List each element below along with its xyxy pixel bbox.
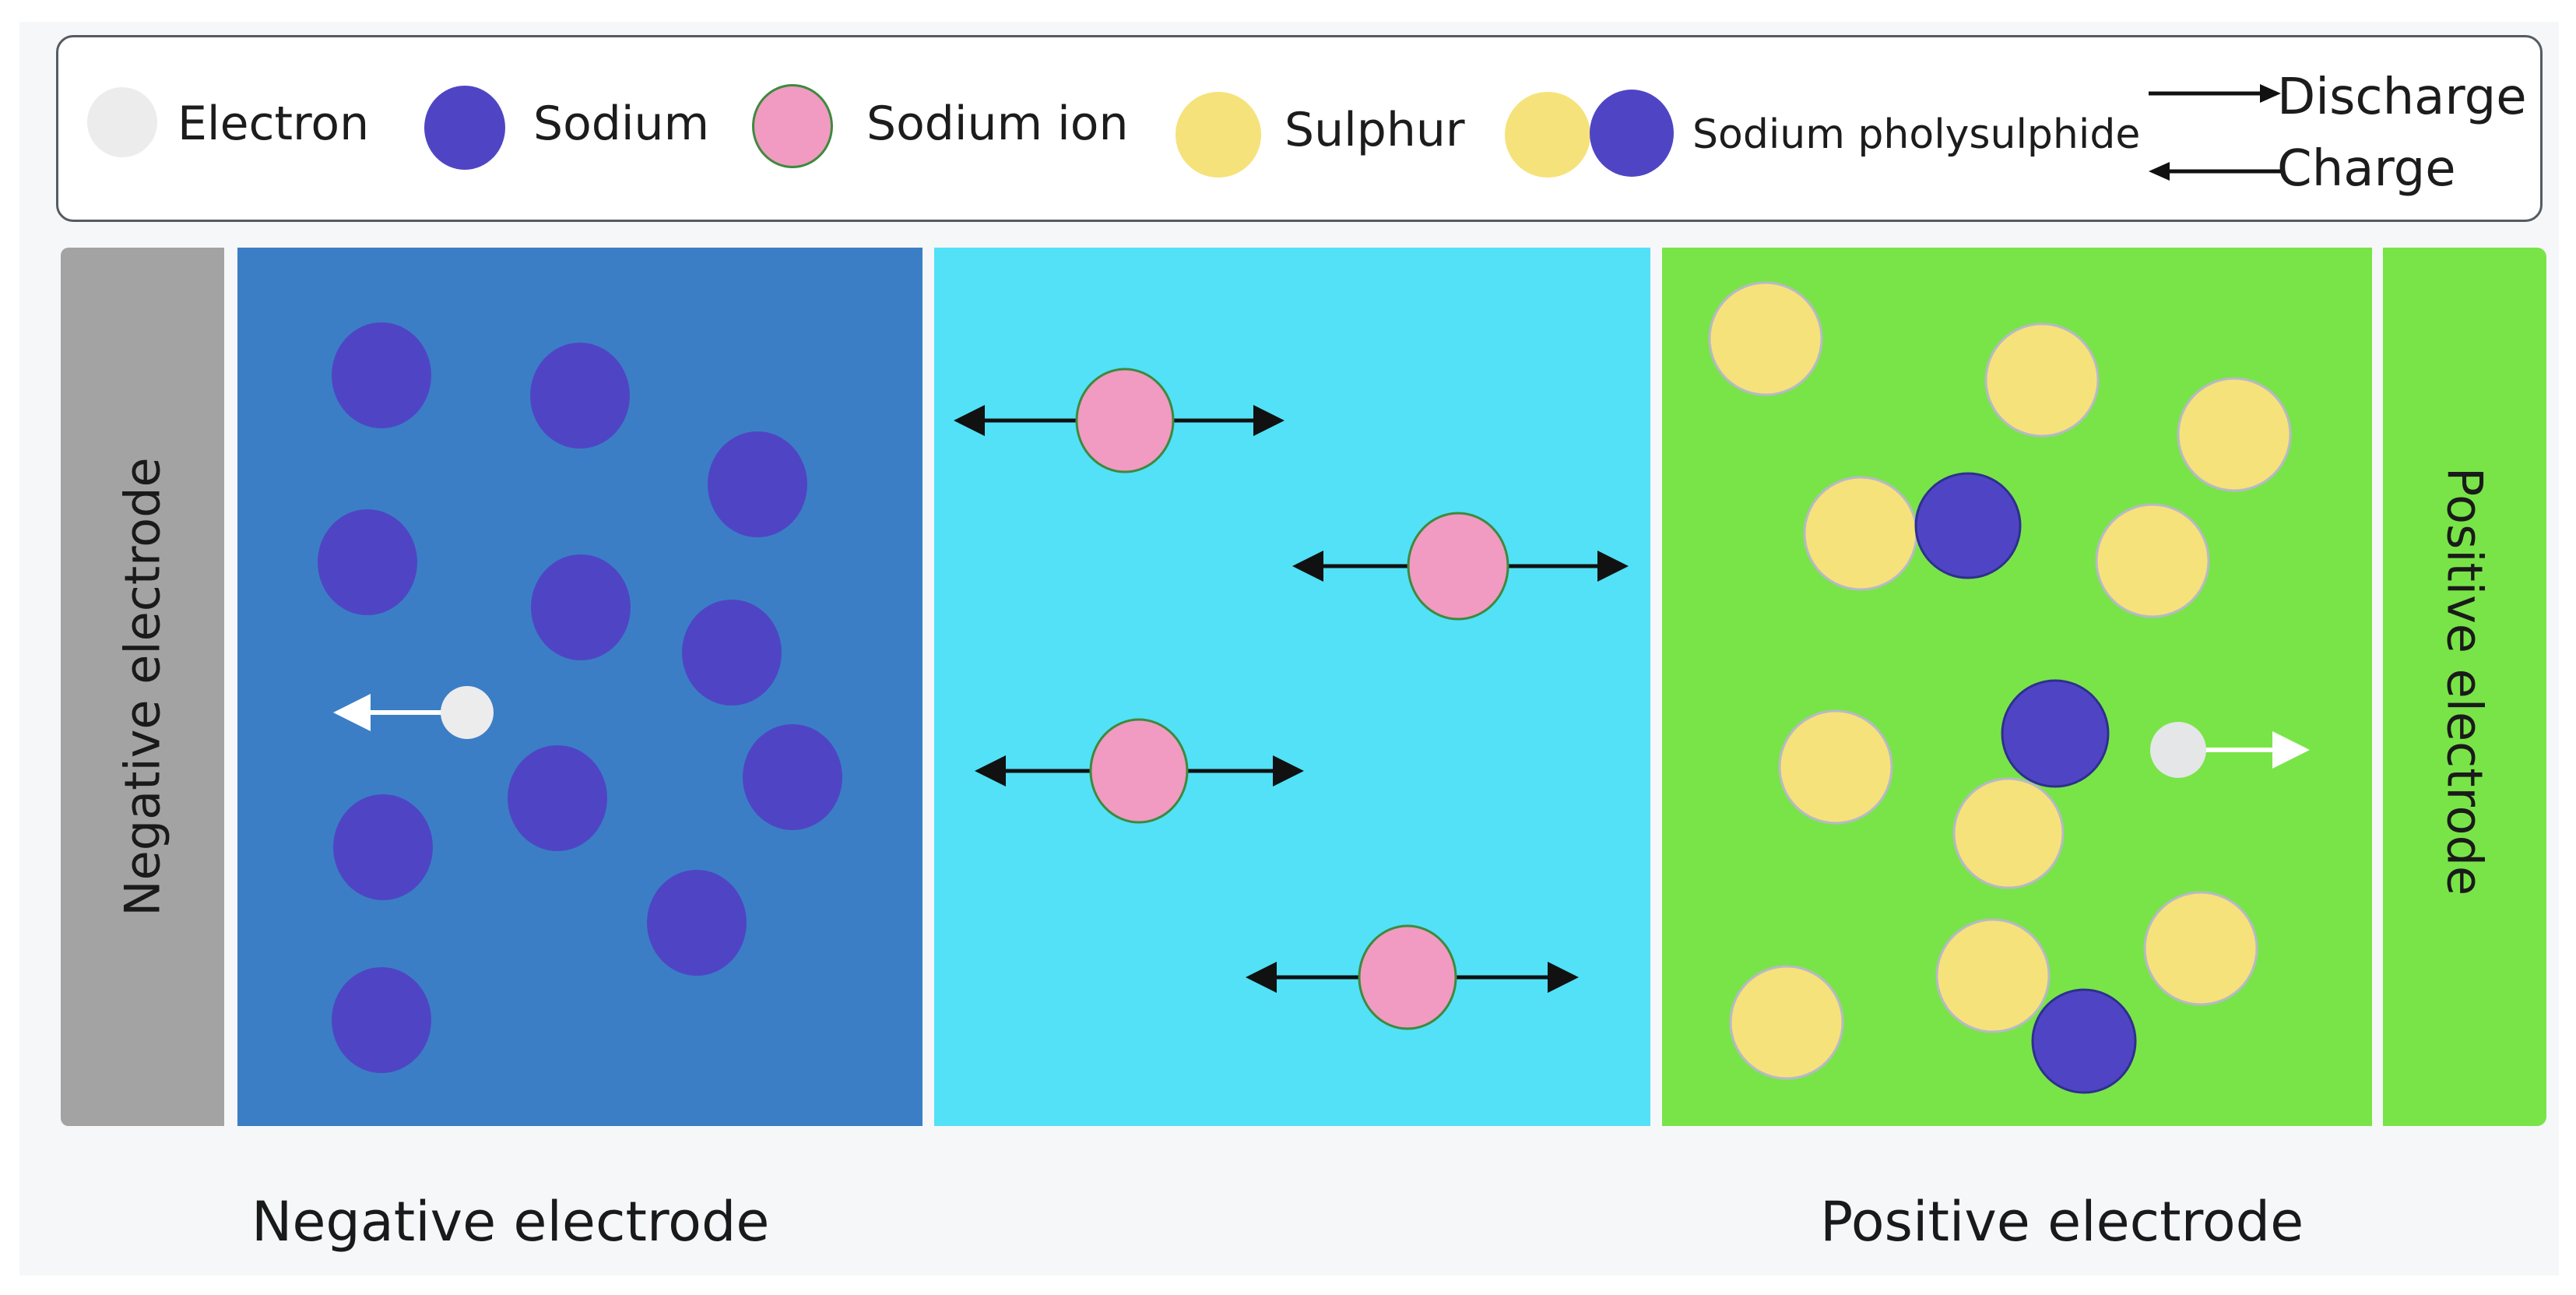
electrolyte-region bbox=[934, 248, 1650, 1126]
positive-electrode-plate bbox=[2383, 248, 2546, 1126]
sulphur-atom bbox=[2095, 503, 2210, 618]
sulphur-atom bbox=[1778, 709, 1893, 825]
positive-electrode-bottom-label: Positive electrode bbox=[1820, 1190, 2304, 1254]
legend-sulphur-label: Sulphur bbox=[1284, 103, 1465, 157]
polysulphide-sulphur-legend-icon bbox=[1505, 92, 1590, 178]
polysulphide-sodium-legend-icon bbox=[1590, 90, 1674, 177]
negative-electrode-plate bbox=[61, 248, 224, 1126]
sodium-ion bbox=[1075, 368, 1175, 473]
legend-sodium-ion-label: Sodium ion bbox=[866, 97, 1129, 151]
legend-discharge-label: Discharge bbox=[2277, 69, 2527, 126]
sodium-legend-icon bbox=[424, 86, 505, 170]
electron-anode bbox=[441, 686, 494, 739]
sulphur-atom bbox=[1984, 322, 2100, 438]
discharge-arrow-icon bbox=[2149, 84, 2281, 103]
sulphur-atoms bbox=[1708, 281, 2292, 1080]
sulphur-atom bbox=[2143, 891, 2258, 1006]
sodium-atom bbox=[530, 343, 630, 449]
sodium-atom bbox=[332, 322, 431, 428]
sodium-atom bbox=[531, 554, 631, 660]
sodium-atom bbox=[647, 870, 747, 976]
sulphur-atom bbox=[1935, 918, 2051, 1033]
sodium-atom bbox=[708, 431, 807, 537]
electron-cathode bbox=[2150, 722, 2206, 778]
legend-sodium-label: Sodium bbox=[533, 97, 710, 151]
legend-electron-label: Electron bbox=[177, 97, 370, 151]
sodium-ion bbox=[1358, 924, 1457, 1030]
negative-electrode-bottom-label: Negative electrode bbox=[251, 1190, 770, 1254]
sodium-atom bbox=[682, 600, 782, 706]
legend-sodium-polysulphide-label: Sodium pholysulphide bbox=[1692, 111, 2141, 158]
sodium-atom bbox=[318, 509, 417, 615]
electron-legend-icon bbox=[87, 87, 157, 157]
sulphur-atom bbox=[1803, 476, 1918, 591]
sodium-atom bbox=[743, 724, 842, 830]
legend-charge-label: Charge bbox=[2277, 140, 2456, 198]
sulphur-atom bbox=[1952, 777, 2065, 889]
polysulphide-sodium-atoms bbox=[1914, 472, 2137, 1094]
sodium-ion-legend-icon bbox=[752, 84, 833, 168]
sulphur-atom bbox=[1708, 281, 1823, 396]
sodium-atoms bbox=[318, 322, 842, 1073]
polysulphide-sodium-atom bbox=[2001, 679, 2110, 788]
sodium-ion bbox=[1407, 512, 1509, 621]
sodium-atom bbox=[332, 967, 431, 1073]
sulphur-atom bbox=[2177, 377, 2292, 492]
sulphur-legend-icon bbox=[1176, 92, 1261, 178]
polysulphide-sodium-atom bbox=[2031, 988, 2137, 1094]
polysulphide-sodium-atom bbox=[1914, 472, 2022, 579]
sulphur-atom bbox=[1729, 965, 1844, 1080]
sodium-ions bbox=[954, 368, 1629, 1030]
sodium-atom bbox=[508, 745, 607, 851]
sodium-ion bbox=[1089, 718, 1189, 824]
charge-arrow-icon bbox=[2149, 162, 2281, 181]
sodium-atom bbox=[333, 794, 433, 900]
